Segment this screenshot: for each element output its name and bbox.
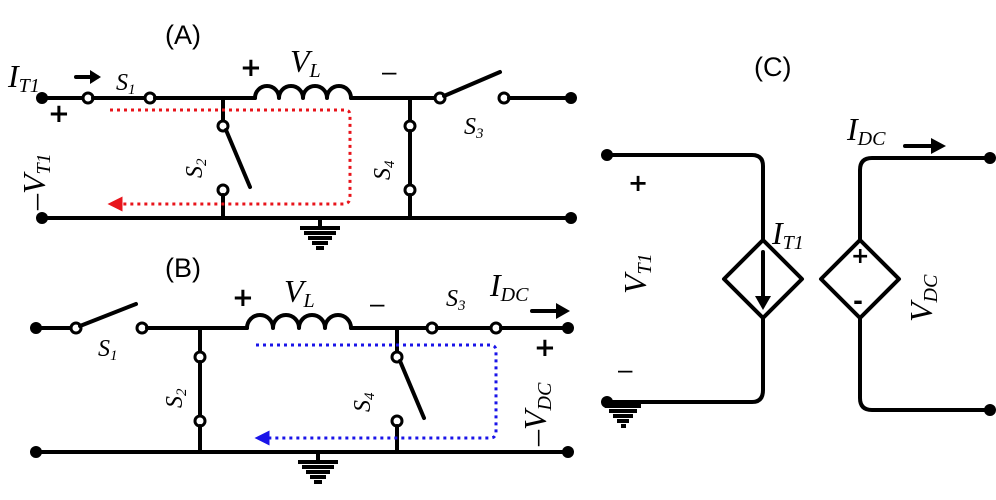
terminal-node [601,149,613,161]
terminal-node [565,92,577,104]
arrowhead-icon [931,138,946,154]
arrowhead-icon [755,296,771,310]
arrowhead-icon [556,303,570,319]
wire [858,316,992,412]
inductor-label-vl: VL [284,273,315,312]
switch-s3-open [442,70,502,98]
current-label-it1: IT1 [7,58,40,97]
vl-plus: + [240,53,262,83]
current-loop-red [107,108,352,212]
switch-label-s1: S1 [98,336,118,364]
voltage-label-vt1: VT1 [617,253,656,294]
terminal-node [984,404,996,416]
dependent-current-source [722,238,804,320]
vdc-plus: + [534,333,556,363]
current-label-idc: IDC [489,267,529,306]
terminal-node [36,212,48,224]
terminal-node [984,152,996,164]
switch-s4-open [398,359,426,420]
vt1-plus: + [48,99,70,129]
current-label-idc: IDC [846,111,886,150]
terminal-node [30,322,42,334]
wire [858,156,992,242]
dependent-voltage-source [819,238,901,320]
panel-a: (A) [7,20,577,250]
source-label-it1: IT1 [771,215,804,254]
ground-icon [298,450,338,484]
terminal-node [36,92,48,104]
switch-label-s3: S3 [446,286,466,314]
switch-label-s1: S1 [116,70,136,98]
switch-label-s4: S4 [350,392,378,412]
inductor [245,313,353,330]
terminal-node [562,322,574,334]
switch-label-s4: S4 [370,160,398,180]
wire [605,153,765,242]
current-loop-blue [254,343,498,446]
switch-label-s3: S3 [464,114,484,142]
panel-c: (C) + - + – VT1 IT1 [601,52,996,428]
panel-c-title: (C) [754,52,791,82]
vl-minus: – [382,56,397,86]
vl-minus: – [370,288,385,318]
ground-icon [605,404,641,428]
terminal-node [565,212,577,224]
panel-a-title: (A) [165,20,201,50]
vdc-source-plus: + [851,244,869,269]
wire [605,316,765,404]
arrowhead-icon [90,70,101,84]
inductor [253,84,353,100]
switch-s2-open [224,128,252,189]
switch-label-s2: S2 [162,388,190,408]
vl-plus: + [232,283,254,313]
source-label-vdc: VDC [903,274,942,322]
switch-label-s2: S2 [182,158,210,178]
panel-b-title: (B) [165,253,201,283]
switch-s1-open [78,302,138,328]
vt1-plus: + [628,169,648,197]
panel-b: (B) [30,253,574,484]
voltage-label-vt1: –VT1 [16,153,55,211]
voltage-label-vdc: –VDC [517,382,556,447]
terminal-node [30,446,42,458]
inductor-label-vl: VL [290,43,321,82]
vt1-minus: – [618,354,633,384]
terminal-node [562,446,574,458]
ground-icon [300,216,340,250]
vdc-source-minus: - [853,287,863,315]
